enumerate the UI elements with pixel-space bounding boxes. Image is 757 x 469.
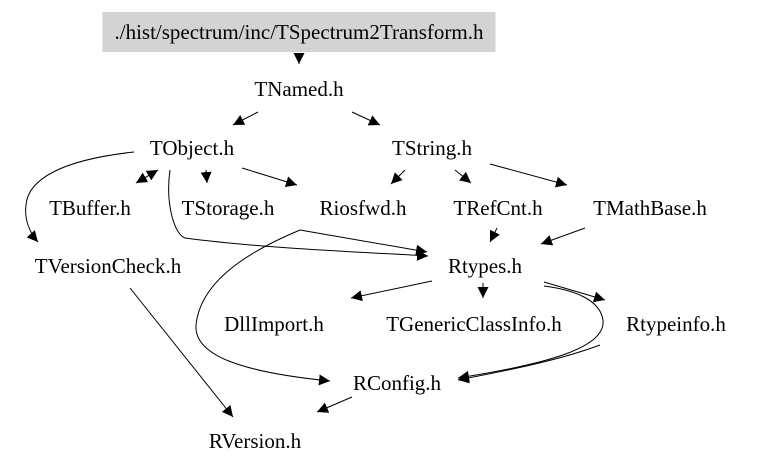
- edge-tstring-to-tmathbase: [489, 163, 568, 188]
- node-dllimport[interactable]: DllImport.h: [224, 312, 324, 336]
- node-tstorage[interactable]: TStorage.h: [181, 196, 275, 220]
- node-tgenericclassinfo[interactable]: TGenericClassInfo.h: [386, 312, 562, 336]
- edge-rtypes-to-dllimport: [350, 280, 433, 302]
- edge-tstring-to-trefcnt: [454, 169, 472, 184]
- node-tnamed[interactable]: TNamed.h: [254, 77, 344, 101]
- edge-tobject-to-tstorage: [200, 169, 212, 184]
- edge-riosfwd-to-rconfig: [195, 229, 331, 386]
- edge-tnamed-to-tobject: [232, 111, 259, 126]
- node-tstring[interactable]: TString.h: [392, 136, 472, 160]
- node-tbuffer[interactable]: TBuffer.h: [49, 196, 131, 220]
- edge-tobject-to-tversioncheck: [25, 151, 135, 243]
- node-trefcnt[interactable]: TRefCnt.h: [453, 196, 543, 220]
- node-rtypes[interactable]: Rtypes.h: [447, 254, 523, 278]
- node-rtypeinfo[interactable]: Rtypeinfo.h: [626, 312, 726, 336]
- node-root-header[interactable]: ./hist/spectrum/inc/TSpectrum2Transform.…: [102, 12, 496, 52]
- node-riosfwd[interactable]: Riosfwd.h: [319, 196, 407, 220]
- edge-riosfwd-to-rtypes: [299, 229, 428, 256]
- edge-rconfig-to-rversion: [316, 396, 353, 413]
- node-rconfig[interactable]: RConfig.h: [352, 371, 442, 395]
- node-tversioncheck[interactable]: TVersionCheck.h: [34, 254, 182, 278]
- node-tmathbase[interactable]: TMathBase.h: [593, 196, 707, 220]
- edge-tversioncheck-to-rversion: [129, 287, 234, 418]
- edge-tmathbase-to-rtypes: [540, 227, 586, 246]
- node-tobject[interactable]: TObject.h: [149, 136, 235, 160]
- edge-tobject-to-rtypes: [168, 169, 429, 261]
- edge-tnamed-to-tstring: [351, 111, 381, 126]
- edge-tstring-to-riosfwd: [390, 169, 406, 185]
- edge-tbuffer-to-tobject: [135, 169, 159, 184]
- edge-rtypes-to-rconfig: [457, 285, 604, 382]
- edge-tobject-to-riosfwd: [241, 167, 298, 188]
- edge-rtypes-to-rtypeinfo: [543, 281, 606, 303]
- node-rversion[interactable]: RVersion.h: [208, 429, 302, 453]
- edge-trefcnt-to-rtypes: [489, 227, 500, 243]
- edge-rtypeinfo-to-rconfig: [457, 344, 601, 384]
